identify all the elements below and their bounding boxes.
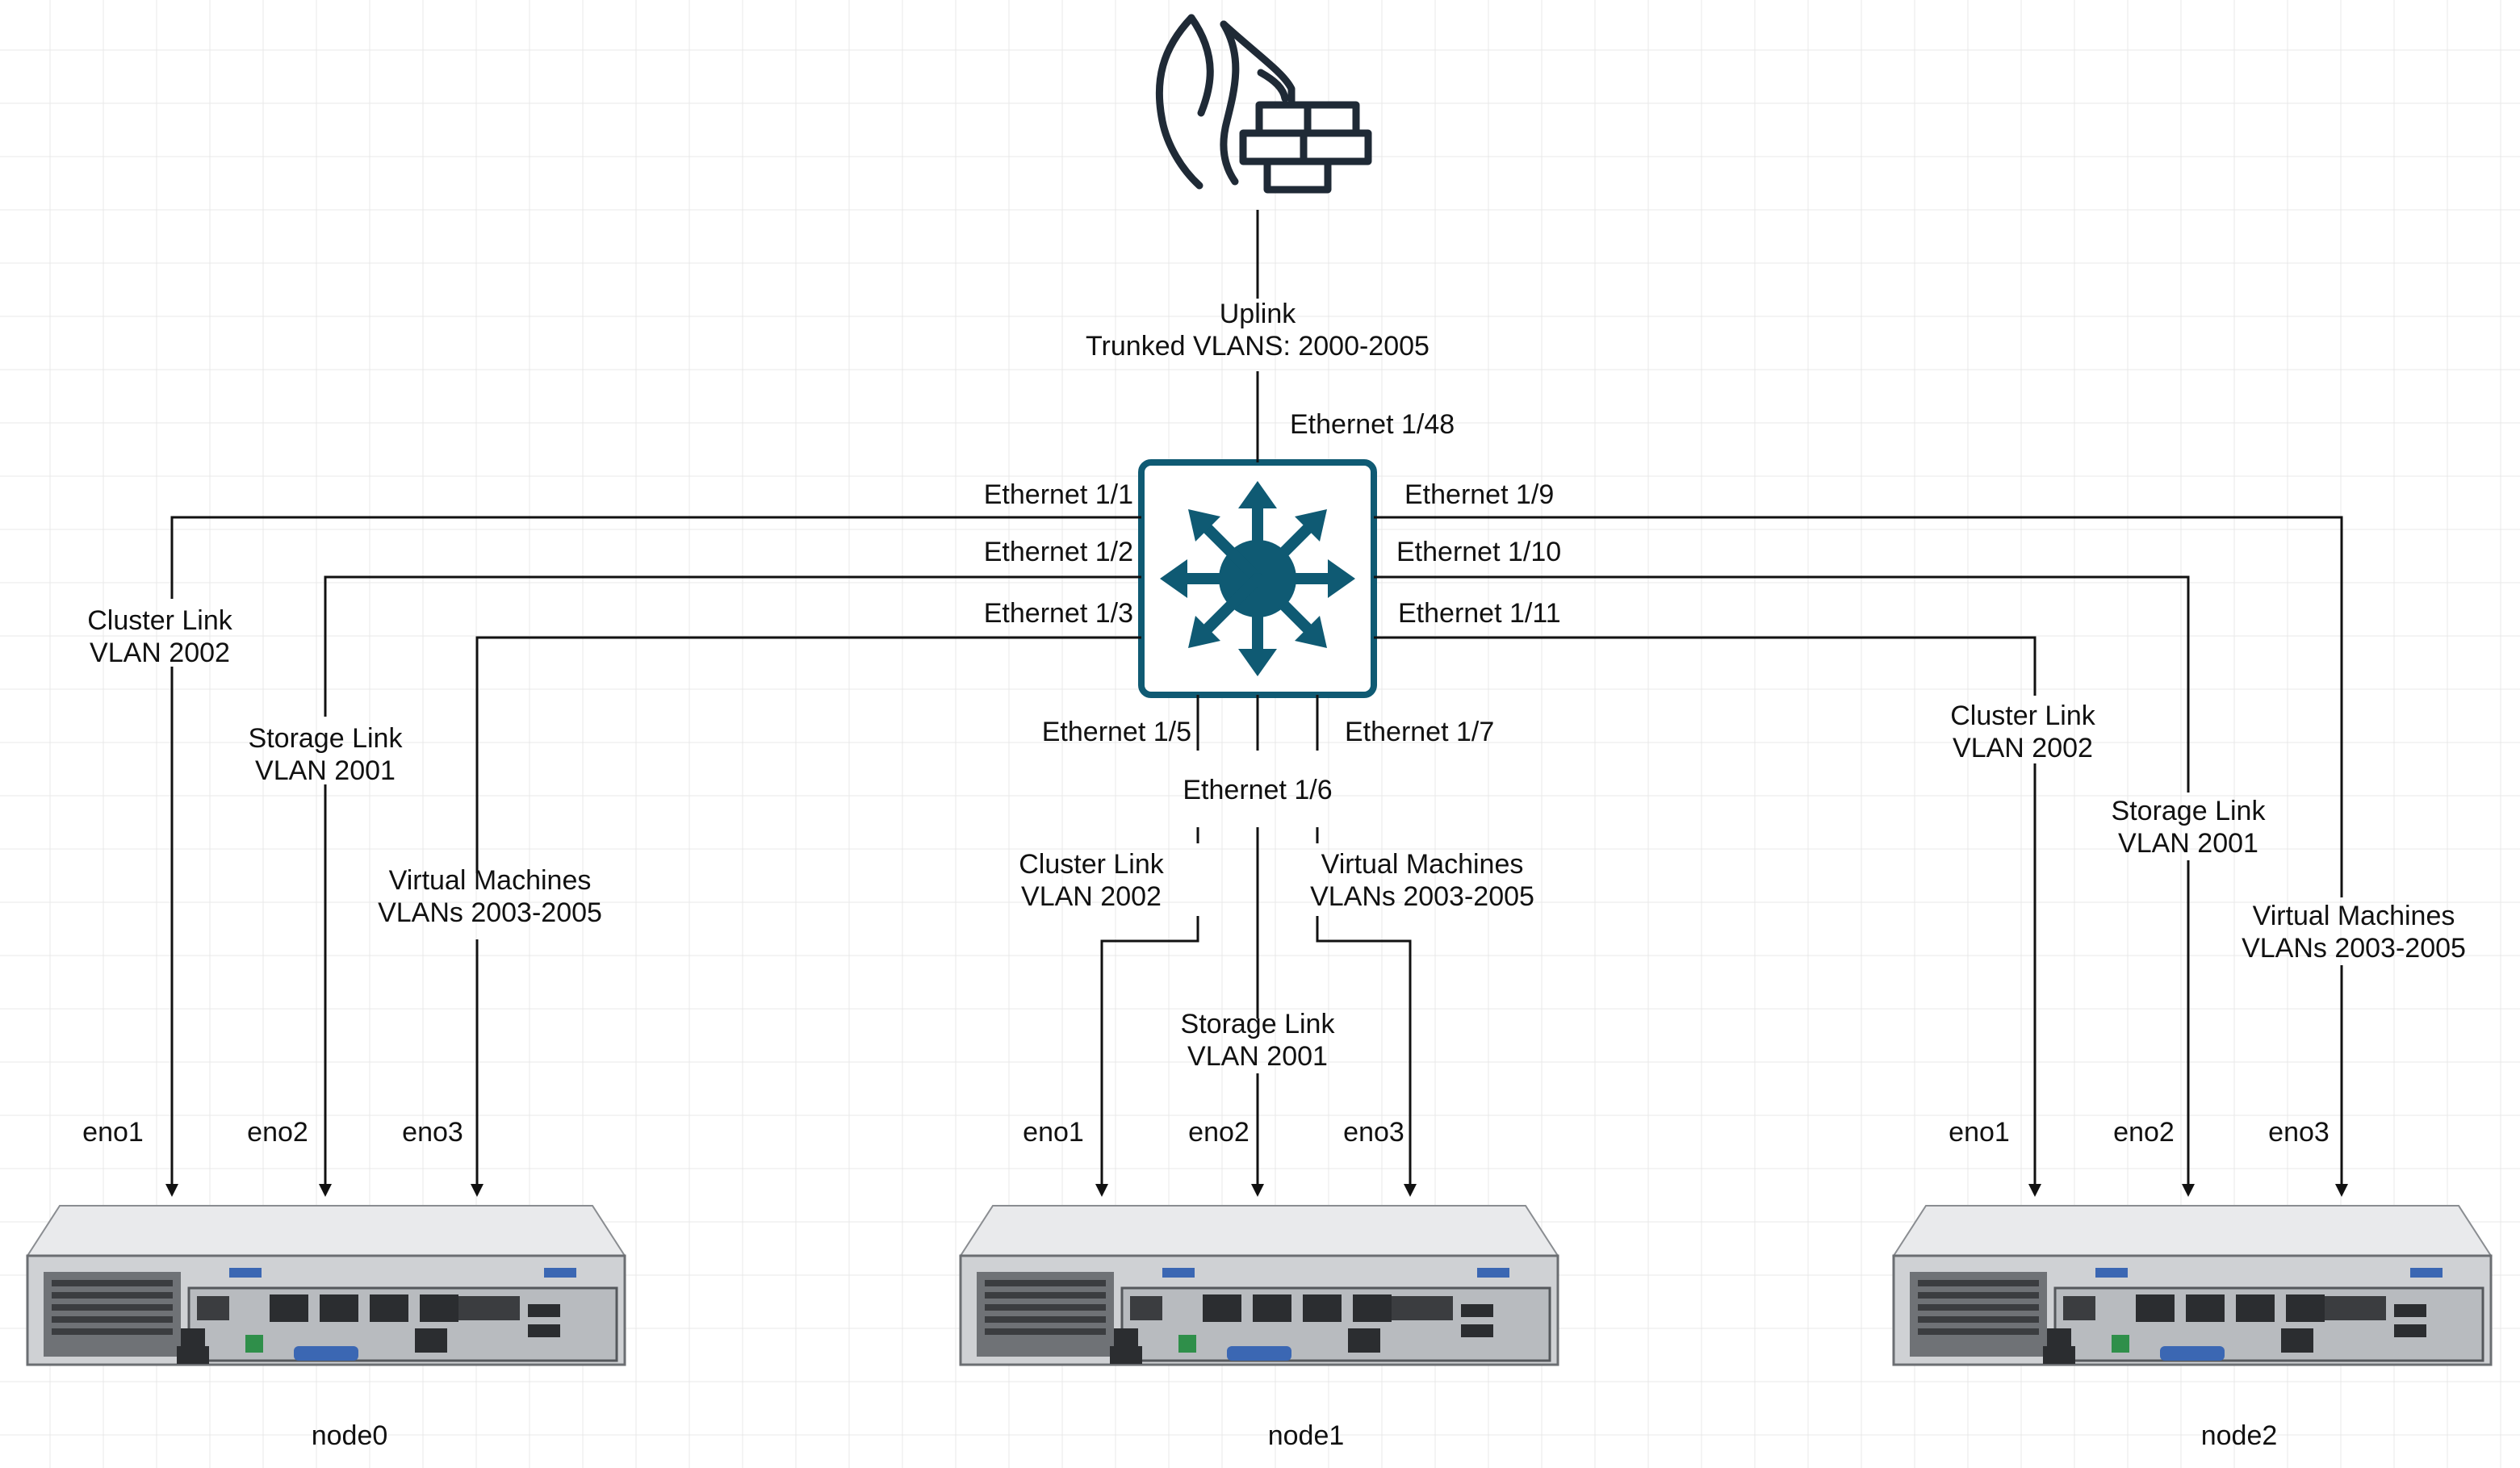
- link-vlan: VLANs 2003-2005: [2242, 933, 2466, 964]
- node0-vm-link-label: Virtual Machines VLANs 2003-2005: [378, 865, 602, 928]
- port-ethernet-1-7: Ethernet 1/7: [1345, 717, 1494, 747]
- link-vlan: VLAN 2001: [2118, 828, 2258, 859]
- port-ethernet-1-9: Ethernet 1/9: [1404, 479, 1554, 510]
- link-vlan: VLAN 2002: [90, 638, 230, 668]
- link-title: Storage Link: [249, 723, 404, 754]
- port-ethernet-1-2: Ethernet 1/2: [984, 537, 1133, 567]
- nic-label: eno2: [1188, 1117, 1250, 1148]
- link-title: Virtual Machines: [2253, 901, 2455, 931]
- nic-label: eno2: [2113, 1117, 2175, 1148]
- link-title: Cluster Link: [87, 605, 233, 636]
- node2-nic-labels: eno1 eno2 eno3: [1949, 1117, 2330, 1148]
- nic-label: eno3: [402, 1117, 463, 1148]
- node1-vm-link-label: Virtual Machines VLANs 2003-2005: [1310, 849, 1534, 912]
- link-title: Cluster Link: [1950, 701, 2096, 731]
- link-title: Cluster Link: [1019, 849, 1165, 880]
- link-vlan: VLAN 2001: [255, 755, 396, 786]
- node2-vm-link-label: Virtual Machines VLANs 2003-2005: [2242, 901, 2466, 964]
- node1-cluster-link-label: Cluster Link VLAN 2002: [1019, 849, 1165, 912]
- link-title: Storage Link: [1181, 1009, 1336, 1039]
- layer3-switch-icon: [1138, 459, 1377, 698]
- node2-storage-link-label: Storage Link VLAN 2001: [2112, 796, 2267, 859]
- link-vlan: VLAN 2001: [1187, 1041, 1328, 1072]
- link-vlan: VLAN 2002: [1953, 733, 2093, 763]
- link-vlan: VLANs 2003-2005: [1310, 881, 1534, 912]
- node-name: node1: [1268, 1420, 1345, 1451]
- port-ethernet-1-11: Ethernet 1/11: [1398, 598, 1561, 629]
- nic-label: eno1: [1949, 1117, 2010, 1148]
- link-title: Virtual Machines: [389, 865, 592, 896]
- nic-label: eno1: [1023, 1117, 1084, 1148]
- connection-lines: [165, 210, 2348, 1197]
- port-ethernet-1-10: Ethernet 1/10: [1396, 537, 1561, 567]
- link-vlan: VLANs 2003-2005: [378, 897, 602, 928]
- server-icon: [26, 1204, 626, 1366]
- nic-label: eno1: [82, 1117, 144, 1148]
- node0-server: node0: [26, 1204, 626, 1451]
- node1-server: node1: [959, 1204, 1559, 1451]
- node0-storage-link-label: Storage Link VLAN 2001: [249, 723, 404, 786]
- firewall-icon: [1155, 14, 1372, 194]
- nic-label: eno3: [1343, 1117, 1404, 1148]
- link-vlan: VLAN 2002: [1021, 881, 1162, 912]
- node-name: node0: [312, 1420, 388, 1451]
- node0-cluster-link-label: Cluster Link VLAN 2002: [87, 605, 233, 668]
- server-icon: [1892, 1204, 2493, 1366]
- link-title: Virtual Machines: [1321, 849, 1524, 880]
- uplink-label: Uplink Trunked VLANS: 2000-2005: [1086, 299, 1430, 362]
- port-ethernet-1-1: Ethernet 1/1: [984, 479, 1133, 510]
- node1-storage-link-label: Storage Link VLAN 2001: [1181, 1009, 1336, 1072]
- node0-nic-labels: eno1 eno2 eno3: [82, 1117, 463, 1148]
- nic-label: eno3: [2268, 1117, 2330, 1148]
- port-ethernet-1-6: Ethernet 1/6: [1183, 775, 1332, 805]
- port-ethernet-1-5: Ethernet 1/5: [1042, 717, 1191, 747]
- node2-cluster-link-label: Cluster Link VLAN 2002: [1950, 701, 2096, 763]
- uplink-vlans: Trunked VLANS: 2000-2005: [1086, 331, 1430, 362]
- port-ethernet-1-3: Ethernet 1/3: [984, 598, 1133, 629]
- server-icon: [959, 1204, 1559, 1366]
- node2-server: node2: [1892, 1204, 2493, 1451]
- node1-nic-labels: eno1 eno2 eno3: [1023, 1117, 1404, 1148]
- port-ethernet-1-48: Ethernet 1/48: [1290, 409, 1455, 440]
- link-title: Storage Link: [2112, 796, 2267, 826]
- node-name: node2: [2201, 1420, 2278, 1451]
- nic-label: eno2: [247, 1117, 308, 1148]
- uplink-title: Uplink: [1220, 299, 1296, 329]
